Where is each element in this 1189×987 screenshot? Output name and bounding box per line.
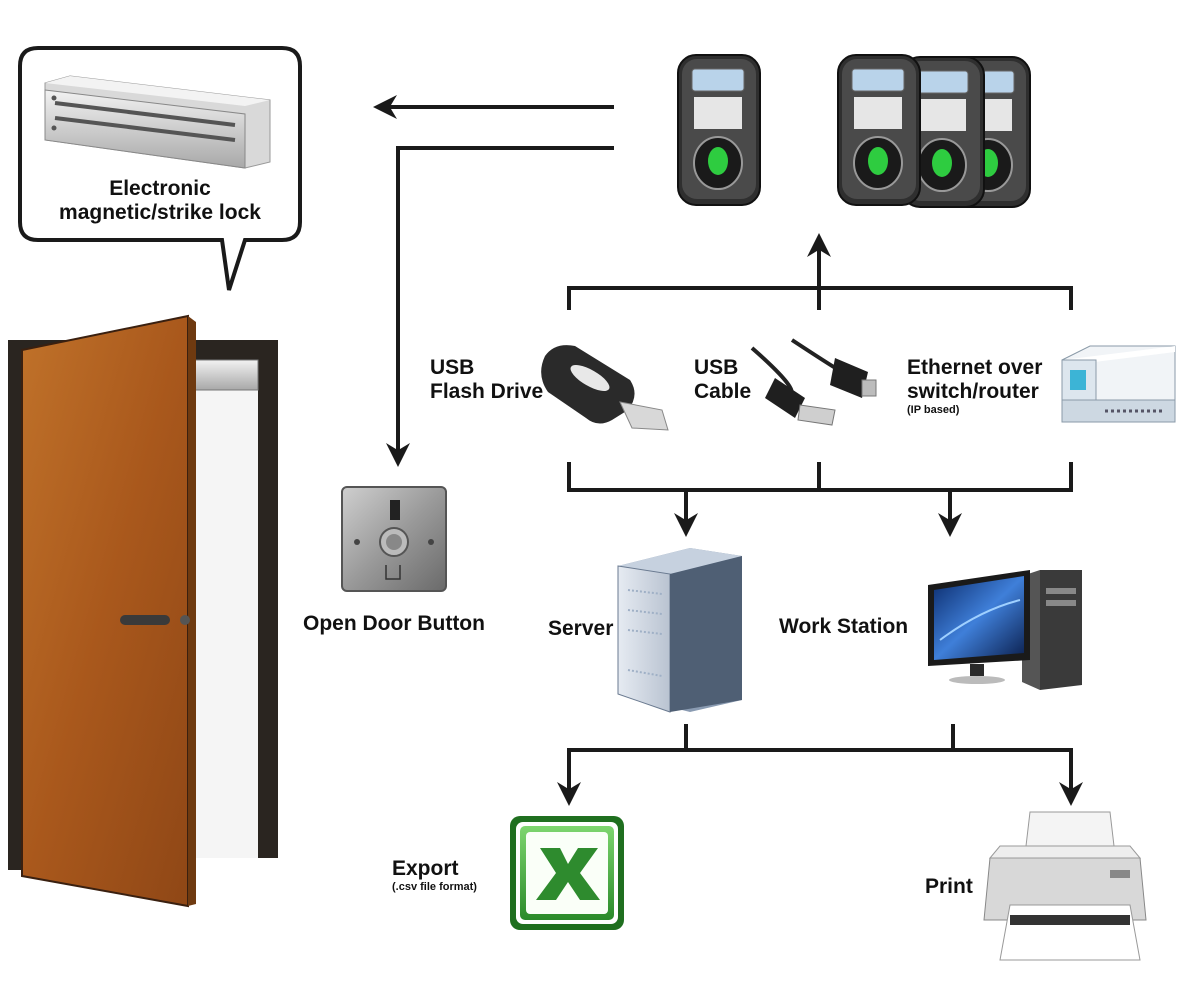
fingerprint-reader-icon [677, 54, 761, 206]
exit-button-icon [341, 486, 447, 592]
usb-cable-label-line2: Cable [694, 380, 752, 403]
export-sublabel: (.csv file format) [392, 881, 477, 893]
lock-label: Electronic magnetic/strike lock [40, 177, 280, 225]
usb-flash-label-line1: USB [430, 356, 475, 379]
fingerprint-reader-icon [901, 56, 985, 208]
ethernet-label: Ethernet over switch/router (IP based) [907, 356, 1042, 417]
server-label: Server [548, 617, 614, 640]
usb-flash-label-line2: Flash Drive [430, 380, 544, 403]
usb-flash-label: USB Flash Drive [430, 356, 543, 404]
desktop-computer-icon [928, 570, 1082, 690]
usb-flash-drive-icon [541, 345, 669, 431]
workstation-label: Work Station [779, 615, 909, 638]
lock-label-line2: magnetic/strike lock [59, 201, 261, 224]
fingerprint-reader-icon [837, 54, 921, 206]
usb-cable-icon [750, 338, 877, 426]
printer-icon [983, 811, 1147, 961]
export-label: Export (.csv file format) [392, 857, 477, 894]
usb-cable-label-line1: USB [694, 356, 739, 379]
magnetic-lock-icon [44, 75, 271, 169]
usb-cable-label: USB Cable [694, 356, 751, 404]
ethernet-label-line2: switch/router [907, 380, 1039, 403]
server-tower-icon [617, 548, 742, 713]
ethernet-label-line1: Ethernet over [907, 356, 1043, 379]
door-icon [8, 314, 278, 908]
open-door-button-label: Open Door Button [303, 612, 485, 635]
computers-to-outputs-connector [557, 724, 1083, 806]
ethernet-sublabel: (IP based) [907, 404, 960, 416]
excel-icon [510, 816, 624, 930]
connections-to-computers-connector [567, 462, 1073, 537]
print-label: Print [925, 875, 973, 898]
router-icon [1061, 345, 1176, 423]
lock-label-line1: Electronic [109, 177, 211, 200]
reader-to-button-connector [386, 146, 614, 467]
export-label-main: Export [392, 857, 459, 880]
connections-to-readers-connector [567, 233, 1073, 310]
